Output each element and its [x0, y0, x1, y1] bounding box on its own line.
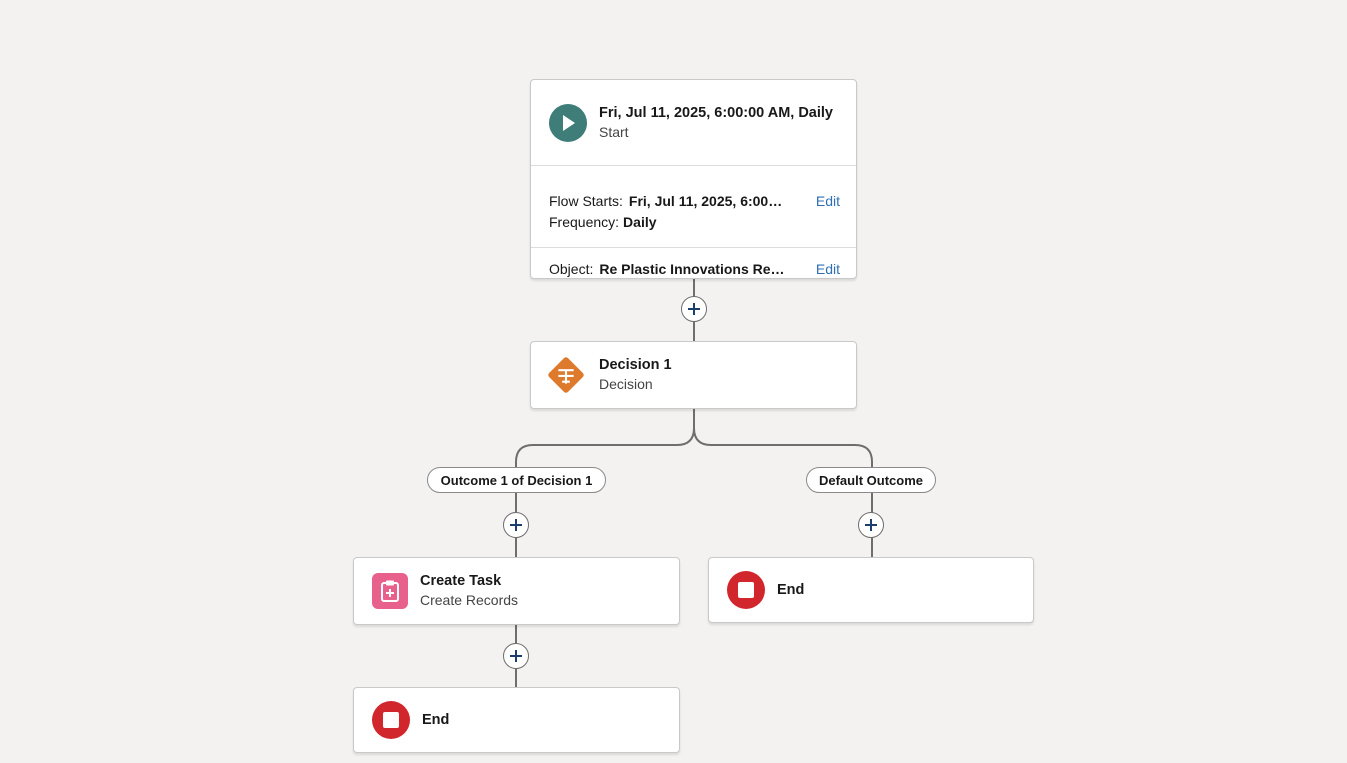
object-row: Object: Re Plastic Innovations Re… Edit	[531, 248, 856, 290]
flow-starts-label: Flow Starts:	[549, 193, 623, 209]
frequency-row: Frequency: Daily	[531, 209, 856, 235]
default-outcome-label[interactable]: Default Outcome	[806, 467, 936, 493]
plus-icon	[865, 519, 877, 531]
start-element-card[interactable]: Fri, Jul 11, 2025, 6:00:00 AM, Daily Sta…	[530, 79, 857, 279]
start-title: Fri, Jul 11, 2025, 6:00:00 AM, Daily	[599, 104, 833, 121]
create-record-icon	[372, 573, 408, 609]
flow-starts-value: Fri, Jul 11, 2025, 6:00…	[628, 193, 783, 209]
object-value: Re Plastic Innovations Re…	[599, 261, 785, 277]
create-task-subtitle: Create Records	[420, 592, 519, 608]
end-element-card-right[interactable]: End	[708, 557, 1034, 623]
start-subtitle: Start	[599, 123, 629, 140]
edit-object-link[interactable]: Edit	[815, 261, 840, 277]
end-title-right: End	[777, 581, 805, 598]
end-element-card-left[interactable]: End	[353, 687, 680, 753]
play-icon	[549, 103, 587, 142]
create-task-title: Create Task	[420, 573, 502, 589]
add-element-left-branch-button[interactable]	[503, 512, 529, 538]
add-element-after-create-task-button[interactable]	[503, 643, 529, 669]
decision-icon	[545, 354, 587, 396]
frequency-label: Frequency:	[549, 214, 620, 230]
outcome-1-label[interactable]: Outcome 1 of Decision 1	[427, 467, 606, 493]
create-task-element-card[interactable]: Create Task Create Records	[353, 557, 680, 625]
stop-icon	[727, 571, 765, 609]
plus-icon	[510, 650, 522, 662]
add-element-right-branch-button[interactable]	[858, 512, 884, 538]
end-title-left: End	[422, 711, 450, 728]
stop-icon	[372, 701, 410, 739]
decision-subtitle: Decision	[599, 376, 653, 392]
plus-icon	[688, 303, 700, 315]
frequency-value: Daily	[623, 214, 657, 230]
plus-icon	[510, 519, 522, 531]
flow-starts-row: Flow Starts: Fri, Jul 11, 2025, 6:00… Ed…	[531, 166, 856, 209]
add-element-button[interactable]	[681, 296, 707, 322]
decision-title: Decision 1	[599, 357, 672, 373]
edit-schedule-link[interactable]: Edit	[815, 193, 840, 209]
object-label: Object:	[549, 261, 594, 277]
decision-element-card[interactable]: Decision 1 Decision	[530, 341, 857, 409]
